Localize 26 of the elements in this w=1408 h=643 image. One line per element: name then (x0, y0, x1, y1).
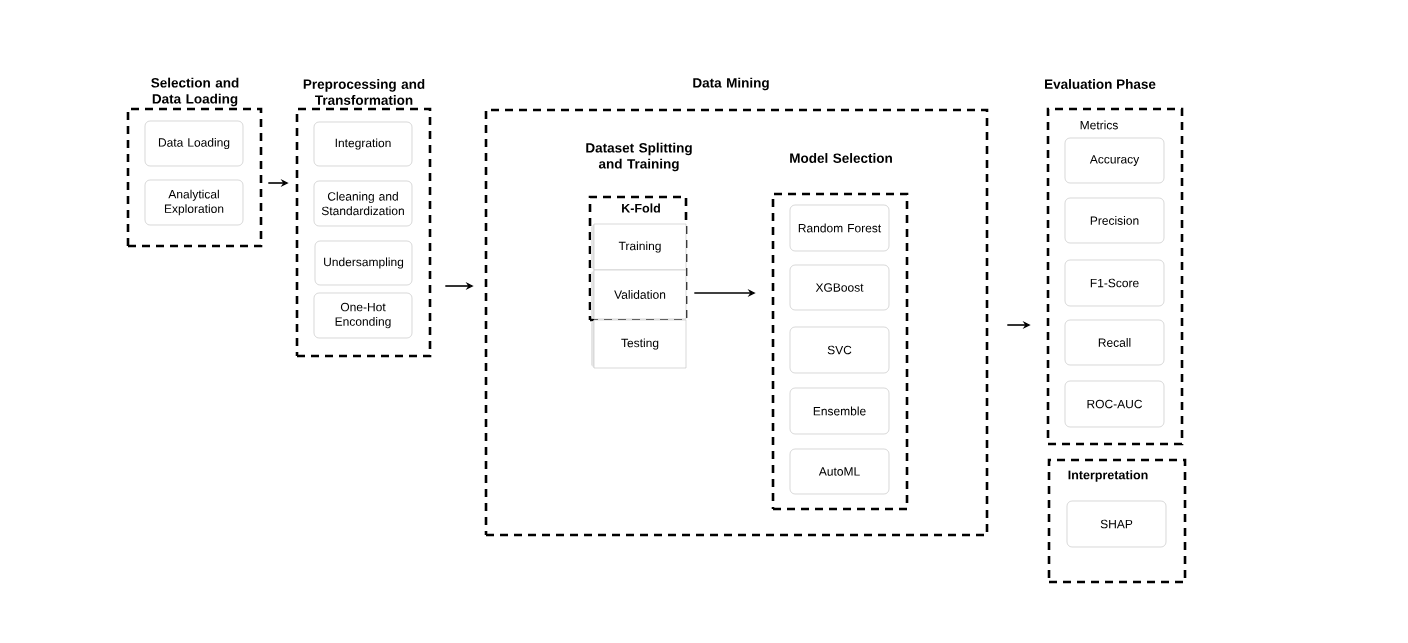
step-box: Cleaning and Standardization (313, 180, 413, 227)
slab-box: Testing (591, 319, 687, 369)
step-box: Analytical Exploration (144, 179, 244, 226)
step-box: Ensemble (789, 387, 890, 435)
step-box: Random Forest (789, 204, 890, 252)
step-box: Data Loading (144, 120, 244, 167)
step-box: ROC-AUC (1064, 380, 1165, 428)
phase-heading: Evaluation Phase (1045, 79, 1156, 89)
step-box: Undersampling (314, 240, 413, 286)
node-label: Selection and Data Loading (151, 77, 239, 107)
step-box: SHAP (1066, 500, 1167, 548)
node-label: Data Mining (693, 77, 769, 91)
node-label: Dataset Splitting and Training (586, 142, 692, 172)
slab-box: Training (591, 223, 687, 271)
step-box: XGBoost (789, 264, 890, 311)
step-box: Accuracy (1064, 137, 1165, 184)
step-box: F1-Score (1064, 259, 1165, 307)
node-label: Preprocessing and Transformation (303, 79, 425, 105)
step-box: Precision (1064, 197, 1165, 244)
step-box: Recall (1064, 319, 1165, 366)
node-label: Model Selection (790, 153, 892, 163)
step-box: SVC (789, 326, 890, 374)
step-box: AutoML (789, 448, 890, 495)
slab-box: Validation (591, 269, 687, 320)
step-box: One-Hot Enconding (313, 292, 413, 339)
step-box: Integration (313, 121, 413, 167)
